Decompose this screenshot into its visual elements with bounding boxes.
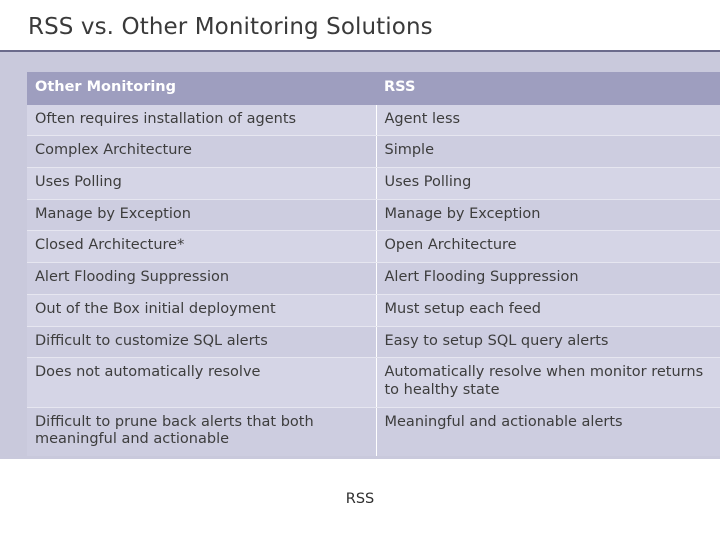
table-cell-rss: Agent less xyxy=(376,104,720,137)
table-cell-other: Does not automatically resolve xyxy=(27,357,377,408)
table-cell-rss: Easy to setup SQL query alerts xyxy=(376,326,720,359)
table-cell-rss: Meaningful and actionable alerts xyxy=(376,407,720,456)
table-cell-rss: Automatically resolve when monitor retur… xyxy=(376,357,720,408)
table-cell-rss: Uses Polling xyxy=(376,167,720,200)
table-row: Difficult to customize SQL alerts Easy t… xyxy=(27,326,720,359)
table-cell-other: Out of the Box initial deployment xyxy=(27,294,377,327)
table-row: Difficult to prune back alerts that both… xyxy=(27,407,720,456)
table-row: Out of the Box initial deployment Must s… xyxy=(27,294,720,327)
table-cell-rss: Simple xyxy=(376,135,720,169)
table-row: Does not automatically resolve Automatic… xyxy=(27,357,720,408)
table-cell-other: Difficult to prune back alerts that both… xyxy=(27,407,377,456)
table-cell-other: Manage by Exception xyxy=(27,199,377,232)
table-row: Manage by Exception Manage by Exception xyxy=(27,199,720,232)
table-cell-other: Closed Architecture* xyxy=(27,230,377,264)
page-title: RSS vs. Other Monitoring Solutions xyxy=(28,14,433,40)
table-body: Often requires installation of agents Ag… xyxy=(27,104,720,456)
table-header-rss: RSS xyxy=(376,72,720,105)
table-row: Alert Flooding Suppression Alert Floodin… xyxy=(27,262,720,295)
table-header: Other Monitoring RSS xyxy=(27,72,720,105)
table-cell-other: Difficult to customize SQL alerts xyxy=(27,326,377,359)
title-divider xyxy=(0,50,720,52)
table-cell-rss: Must setup each feed xyxy=(376,294,720,327)
table-cell-other: Uses Polling xyxy=(27,167,377,200)
table-row: Closed Architecture* Open Architecture xyxy=(27,230,720,264)
table-header-other-monitoring: Other Monitoring xyxy=(27,72,376,105)
table-cell-other: Alert Flooding Suppression xyxy=(27,262,377,295)
table-cell-rss: Alert Flooding Suppression xyxy=(376,262,720,295)
footer-background-band xyxy=(0,459,720,540)
footer-label: RSS xyxy=(345,491,375,507)
comparison-table: Other Monitoring RSS Often requires inst… xyxy=(27,72,720,456)
table-header-row: Other Monitoring RSS xyxy=(27,72,720,105)
table-cell-rss: Open Architecture xyxy=(376,230,720,264)
table-cell-rss: Manage by Exception xyxy=(376,199,720,232)
table-row: Uses Polling Uses Polling xyxy=(27,167,720,200)
table-row: Often requires installation of agents Ag… xyxy=(27,104,720,137)
table-row: Complex Architecture Simple xyxy=(27,135,720,169)
table-cell-other: Complex Architecture xyxy=(27,135,377,169)
table-cell-other: Often requires installation of agents xyxy=(27,104,377,137)
